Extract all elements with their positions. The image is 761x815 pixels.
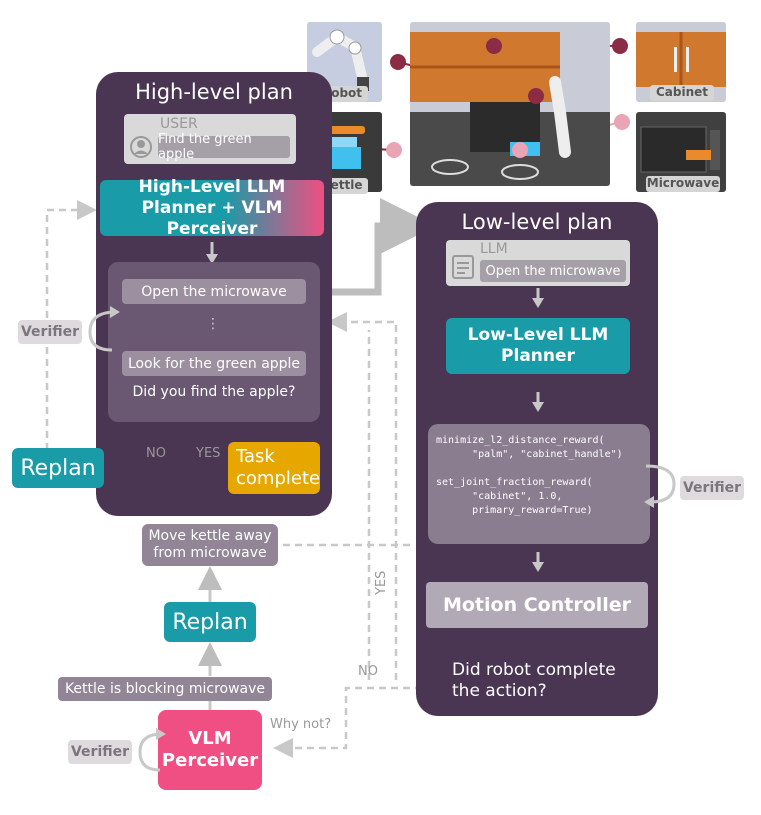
low-level-verifier: Verifier <box>680 476 744 500</box>
move-kettle-line1: Move kettle away <box>148 528 272 544</box>
scene-marker-1 <box>486 38 502 54</box>
llm-document-icon <box>452 255 474 279</box>
kettle-marker <box>386 142 402 158</box>
reward-code: minimize_l2_distance_reward( "palm", "ca… <box>436 435 623 516</box>
user-box: USER Find the green apple <box>124 114 296 164</box>
microwave-label: Microwave <box>646 176 720 192</box>
user-message: Find the green apple <box>158 132 290 162</box>
cabinet-label: Cabinet <box>650 85 714 101</box>
vlm-verifier: Verifier <box>68 740 132 764</box>
high-level-verifier-loop-icon <box>88 306 120 352</box>
low-level-arrow-1 <box>532 288 544 308</box>
high-level-step-look-apple: Look for the green apple <box>122 351 306 376</box>
low-level-question-line1: Did robot complete <box>452 660 616 680</box>
user-label: USER <box>160 116 198 132</box>
low-level-title: Low-level plan <box>461 210 613 234</box>
scene-marker-2 <box>528 88 544 104</box>
vlm-perceiver: VLM Perceiver <box>158 710 262 790</box>
low-level-question-line2: the action? <box>452 681 547 701</box>
replan-box-top: Replan <box>12 448 104 488</box>
user-avatar-icon <box>130 136 152 158</box>
high-level-planner: High-Level LLM Planner + VLM Perceiver <box>100 176 324 239</box>
vlm-perceiver-line1: VLM <box>188 728 232 749</box>
high-level-title: High-level plan <box>135 80 293 104</box>
reward-code-box: minimize_l2_distance_reward( "palm", "ca… <box>428 424 650 544</box>
feedback-no-label: NO <box>358 664 378 679</box>
low-level-verifier-loop-icon <box>644 464 676 508</box>
high-level-ellipsis: ⋮ <box>206 316 220 332</box>
low-level-arrow-3 <box>532 552 544 572</box>
high-level-no-label: NO <box>146 446 166 461</box>
move-kettle-line2: from microwave <box>153 545 267 561</box>
high-level-planner-line1: High-Level LLM <box>138 176 286 197</box>
robot-marker <box>390 54 406 70</box>
microwave-marker <box>614 114 630 130</box>
vlm-verifier-loop-icon <box>138 728 166 772</box>
llm-box: LLM Open the microwave <box>446 240 630 286</box>
task-complete-line2: complete <box>236 468 321 489</box>
llm-message: Open the microwave <box>480 260 626 282</box>
high-level-yes-label: YES <box>196 446 221 461</box>
low-level-planner: Low-Level LLM Planner <box>446 318 630 374</box>
kitchen-scene-icon <box>410 22 610 186</box>
low-level-arrow-2 <box>532 392 544 412</box>
kettle-blocking-box: Kettle is blocking microwave <box>58 677 272 701</box>
high-level-planner-line2: Planner + VLM Perceiver <box>141 197 283 239</box>
move-kettle-box: Move kettle away from microwave <box>142 524 278 566</box>
high-level-verifier: Verifier <box>18 320 82 344</box>
high-level-step-open-microwave: Open the microwave <box>122 279 306 304</box>
task-complete-line1: Task <box>236 446 275 467</box>
high-level-question: Did you find the apple? <box>132 384 296 400</box>
feedback-yes-label: YES <box>374 570 389 595</box>
low-level-question: Did robot complete the action? <box>452 660 652 702</box>
scene-marker-3 <box>512 142 528 158</box>
low-level-planner-line2: Planner <box>501 346 575 366</box>
low-level-planner-line1: Low-Level LLM <box>467 325 609 345</box>
task-complete-box: Task complete <box>228 442 320 494</box>
vlm-perceiver-line2: Perceiver <box>161 750 259 771</box>
motion-controller: Motion Controller <box>426 582 648 628</box>
why-not-label: Why not? <box>270 717 332 732</box>
cabinet-marker <box>612 38 628 54</box>
scene-image <box>410 22 610 186</box>
llm-label: LLM <box>480 241 508 257</box>
high-level-down-arrow <box>206 242 218 264</box>
replan-box-bottom: Replan <box>164 602 256 642</box>
